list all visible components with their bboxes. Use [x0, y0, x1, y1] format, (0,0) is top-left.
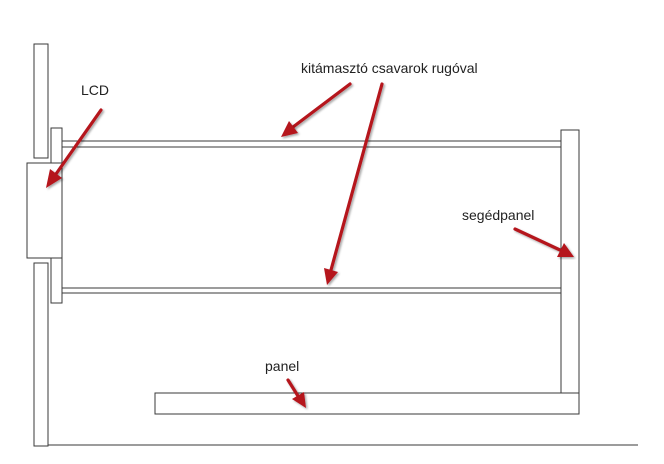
arrow-screw-top: [281, 82, 352, 137]
front-frame-lower: [33, 262, 49, 447]
lcd-clamp-upper: [50, 127, 63, 164]
label-lcd: LCD: [81, 82, 109, 98]
label-aux-panel: segédpanel: [462, 207, 534, 223]
arrow-aux-panel: [513, 227, 574, 257]
arrow-lcd: [46, 108, 103, 188]
label-screws: kitámasztó csavarok rugóval: [301, 60, 478, 76]
label-panel: panel: [265, 358, 299, 374]
main-panel: [154, 392, 580, 415]
lcd-clamp-lower: [50, 257, 63, 304]
aux-panel: [560, 129, 580, 394]
arrow-panel: [286, 378, 306, 408]
front-frame-upper: [33, 43, 49, 159]
arrow-screw-bottom: [324, 82, 384, 285]
